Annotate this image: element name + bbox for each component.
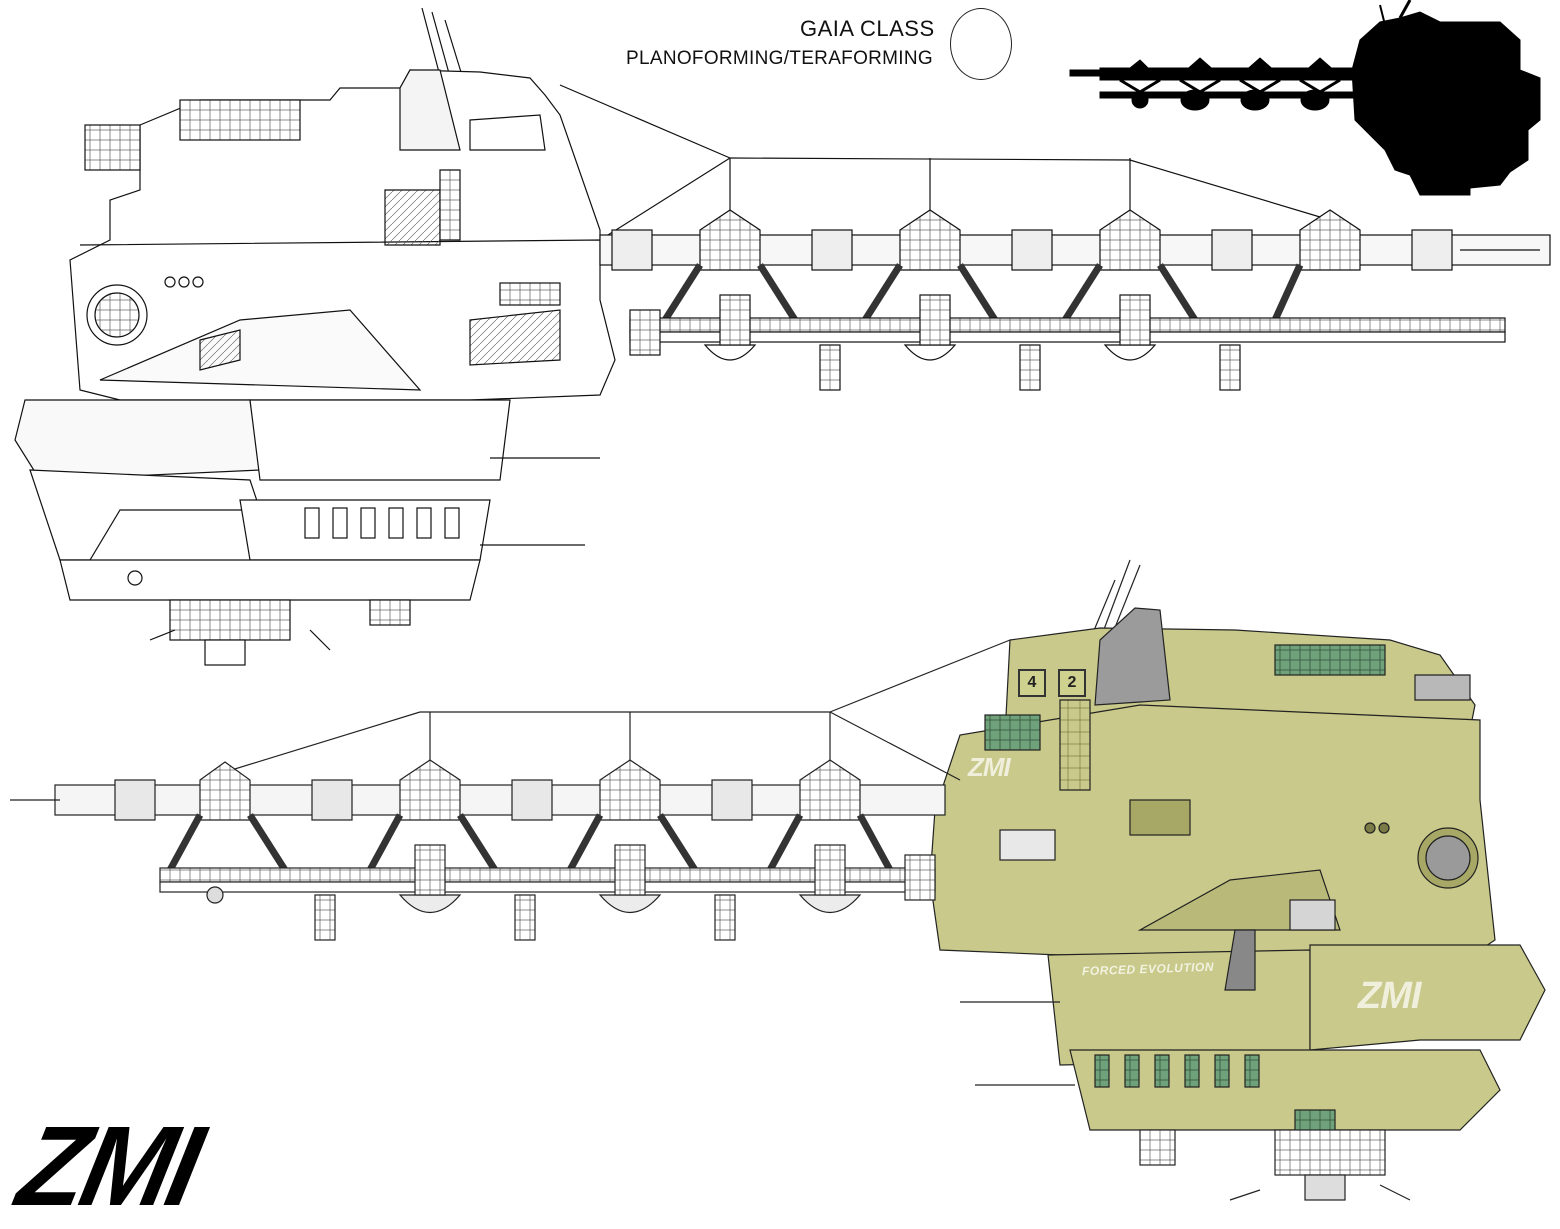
- hull-number-left: 4: [1018, 669, 1046, 697]
- title-ring-decoration: [950, 8, 1012, 80]
- hull-number-right: 2: [1058, 669, 1086, 697]
- zmi-side-decal: ZMI: [1358, 975, 1421, 1017]
- ship-role-subtitle: PLANOFORMING/TERAFORMING: [626, 48, 933, 69]
- zmi-hull-decal: ZMI: [968, 752, 1011, 782]
- zmi-logo: ZMI: [8, 1101, 210, 1229]
- ship-class-title: GAIA CLASS: [800, 16, 935, 41]
